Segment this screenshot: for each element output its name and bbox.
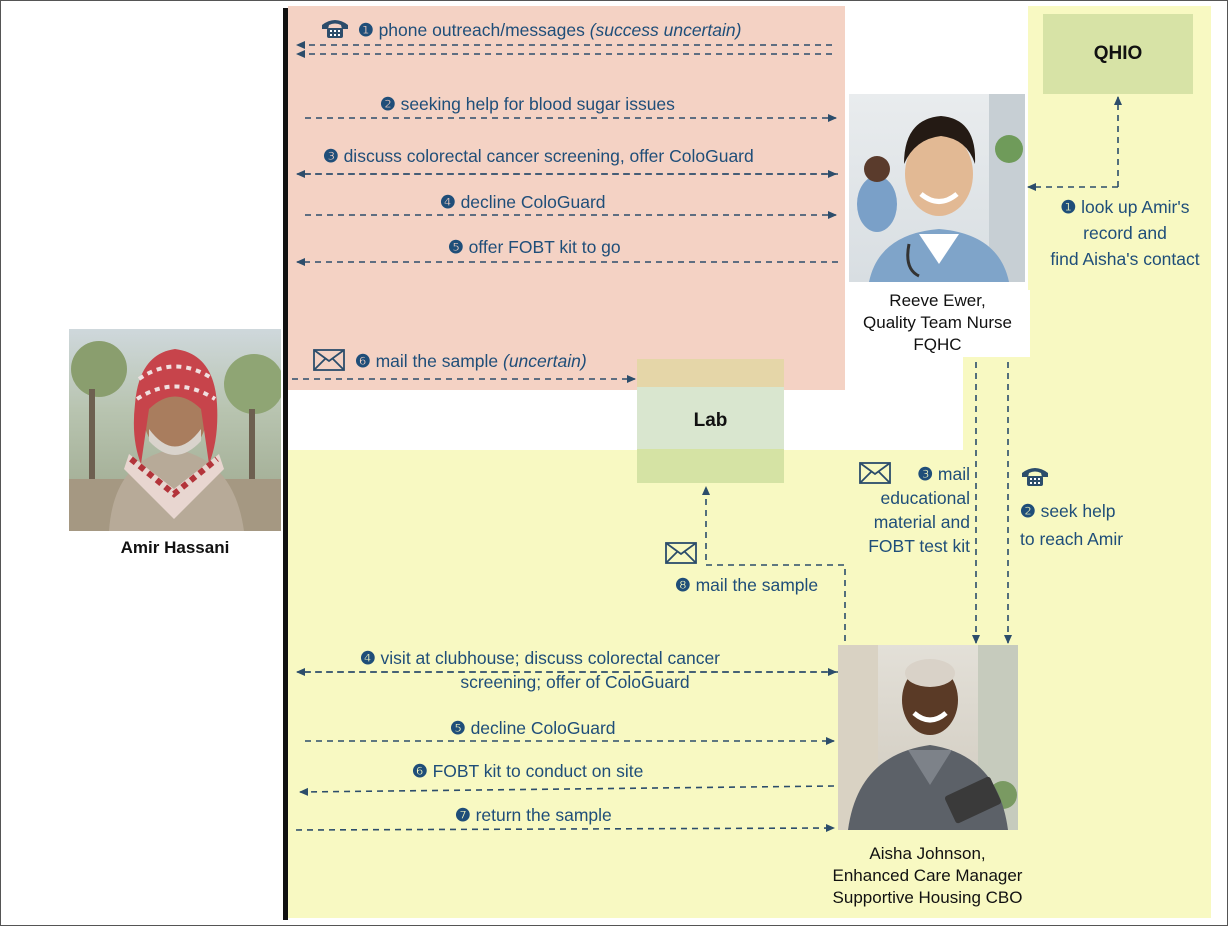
qhio-label: QHIO	[1093, 43, 1143, 64]
amir-name: Amir Hassani	[120, 538, 230, 557]
timeline-divider	[283, 8, 288, 920]
fqhc-step-6-label: ❻ mail the sample (uncertain)	[355, 351, 587, 371]
cbo-step-6-label: ❻ FOBT kit to conduct on site	[412, 761, 644, 781]
envelope-icon	[665, 542, 697, 564]
aisha-name: Aisha Johnson,	[869, 844, 986, 863]
amir-photo	[69, 329, 281, 531]
reeve-title: Quality Team Nurse	[863, 313, 1012, 332]
aisha-org: Supportive Housing CBO	[832, 888, 1023, 907]
cbo-step-7-label: ❼ return the sample	[455, 805, 612, 825]
qhio-box: QHIO	[1043, 14, 1193, 94]
aisha-photo	[838, 645, 1018, 830]
arrow-cbo-6	[299, 785, 835, 796]
reeve-name-card: Reeve Ewer, Quality Team Nurse FQHC	[845, 290, 1030, 357]
fqhc-step-3-label: ❸ discuss colorectal cancer screening, o…	[323, 146, 754, 166]
cbo-step-4-label: ❹ visit at clubhouse; discuss colorectal…	[359, 648, 721, 692]
fqhc-region	[288, 6, 845, 390]
cbo-step-3-label: ❸ mail educational material and FOBT tes…	[868, 464, 970, 556]
phone-icon	[1022, 468, 1048, 486]
qhio-region	[1028, 6, 1211, 918]
fqhc-step-5-label: ❺ offer FOBT kit to go	[448, 237, 621, 257]
envelope-icon	[313, 349, 345, 371]
arrow-cbo-8	[702, 486, 846, 641]
arrow-cbo-7	[295, 824, 835, 833]
aisha-title: Enhanced Care Manager	[832, 866, 1023, 885]
aisha-name-card: Aisha Johnson, Enhanced Care Manager Sup…	[800, 843, 1055, 909]
lab-box: Lab	[637, 359, 784, 483]
envelope-icon	[859, 462, 891, 484]
fqhc-step-1-label: ❶ phone outreach/messages (success uncer…	[358, 20, 742, 40]
reeve-name: Reeve Ewer,	[889, 291, 986, 310]
reeve-org: FQHC	[913, 335, 962, 354]
fqhc-step-2-label: ❷ seeking help for blood sugar issues	[380, 94, 675, 114]
cbo-step-2-label: ❷ seek help to reach Amir	[1020, 501, 1124, 549]
cbo-step-5-label: ❺ decline ColoGuard	[450, 718, 616, 738]
fqhc-step-4-label: ❹ decline ColoGuard	[440, 192, 606, 212]
cbo-step-8-label: ❽ mail the sample	[675, 575, 819, 595]
qhio-step-1-label: ❶ look up Amir's record and find Aisha's…	[1050, 197, 1200, 269]
reeve-photo	[849, 94, 1025, 282]
phone-icon	[322, 20, 348, 38]
cbo-region-upper	[963, 357, 1033, 457]
lab-label: Lab	[693, 410, 728, 431]
